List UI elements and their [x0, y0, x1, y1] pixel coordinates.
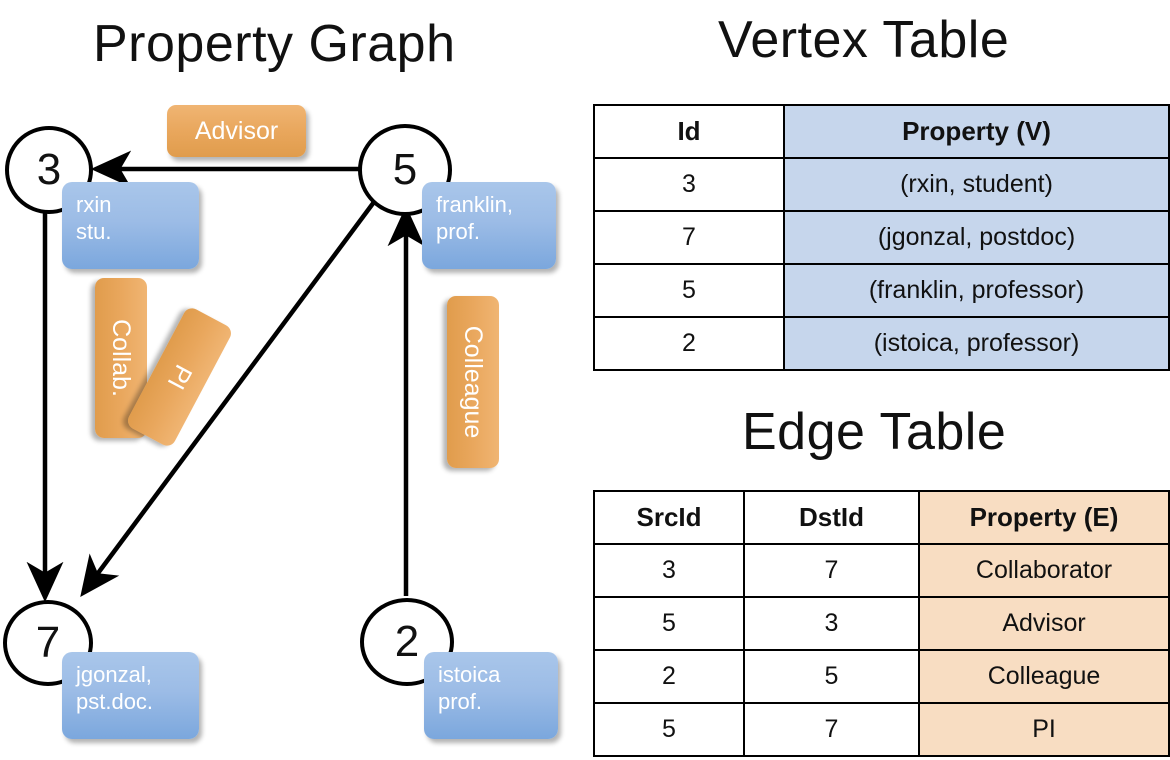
edge-cell-srcid: 5: [593, 702, 745, 757]
edge-table-header-srcid: SrcId: [593, 490, 745, 545]
graph-node-5-property-box: franklin, prof.: [422, 182, 556, 269]
edge-table-header-dstid: DstId: [743, 490, 920, 545]
edge-cell-srcid: 2: [593, 649, 745, 704]
graph-node-7-label: 7: [35, 618, 61, 667]
graph-edge-pi: [80, 200, 376, 598]
edge-cell-property: Advisor: [918, 596, 1170, 651]
table-row[interactable]: 2 5 Colleague: [593, 649, 1170, 704]
graph-node-5-label: 5: [392, 145, 418, 194]
graph-node-7-property-line-2: pst.doc.: [76, 688, 154, 714]
graph-edge-label-advisor-text: Advisor: [194, 116, 279, 145]
edge-cell-srcid: 3: [593, 543, 745, 598]
edge-cell-dstid: 5: [743, 649, 920, 704]
vertex-cell-property: (istoica, professor): [783, 316, 1170, 371]
vertex-cell-property: (jgonzal, postdoc): [783, 210, 1170, 265]
graph-node-3-label: 3: [36, 145, 62, 194]
graph-edge-label-advisor: Advisor: [167, 105, 306, 157]
edge-table: SrcId DstId Property (E) 3 7 Collaborato…: [593, 490, 1170, 757]
graph-node-3[interactable]: 3: [5, 126, 93, 214]
graph-node-2-property-box: istoica prof.: [424, 652, 558, 739]
vertex-cell-id: 2: [593, 316, 785, 371]
graph-node-3-property-line-2: stu.: [76, 218, 112, 244]
edge-cell-dstid: 7: [743, 543, 920, 598]
graph-node-2-property-line-1: istoica: [438, 662, 501, 687]
table-row[interactable]: 2 (istoica, professor): [593, 316, 1170, 371]
graph-node-5-property-line-2: prof.: [436, 218, 481, 244]
graph-node-7-property-line-1: jgonzal,: [76, 662, 152, 687]
table-row[interactable]: 5 (franklin, professor): [593, 263, 1170, 318]
page-title-vertex-table: Vertex Table: [718, 11, 1010, 69]
edge-cell-dstid: 7: [743, 702, 920, 757]
vertex-cell-property: (rxin, student): [783, 157, 1170, 212]
vertex-cell-id: 7: [593, 210, 785, 265]
edge-cell-property: Colleague: [918, 649, 1170, 704]
graph-node-5[interactable]: 5: [358, 124, 452, 216]
vertex-table-header-id: Id: [593, 104, 785, 159]
edge-table-header-property: Property (E): [918, 490, 1170, 545]
table-row[interactable]: 5 7 PI: [593, 702, 1170, 757]
page-title-property-graph: Property Graph: [93, 15, 456, 73]
vertex-table-header-property: Property (V): [783, 104, 1170, 159]
graph-node-2-property-line-2: prof.: [438, 688, 483, 714]
graph-edge-label-collab-text: Collab.: [107, 319, 136, 397]
table-row[interactable]: 3 7 Collaborator: [593, 543, 1170, 598]
graph-edge-label-pi-text: PI: [162, 360, 198, 395]
graph-edge-label-colleague: Colleague: [447, 296, 499, 468]
graph-node-5-property-line-1: franklin,: [436, 192, 514, 217]
vertex-table-header-row: Id Property (V): [593, 104, 1170, 159]
graph-edges-svg: [26, 150, 425, 603]
edge-cell-property: PI: [918, 702, 1170, 757]
vertex-table: Id Property (V) 3 (rxin, student) 7 (jgo…: [593, 104, 1170, 371]
vertex-cell-id: 5: [593, 263, 785, 318]
page-title-edge-table: Edge Table: [742, 403, 1007, 461]
edge-cell-property: Collaborator: [918, 543, 1170, 598]
edge-cell-dstid: 3: [743, 596, 920, 651]
edge-cell-srcid: 5: [593, 596, 745, 651]
graph-node-3-property-line-1: rxin: [76, 192, 112, 217]
table-row[interactable]: 5 3 Advisor: [593, 596, 1170, 651]
graph-node-2-label: 2: [394, 617, 420, 666]
vertex-cell-id: 3: [593, 157, 785, 212]
table-row[interactable]: 3 (rxin, student): [593, 157, 1170, 212]
graph-edge-label-colleague-text: Colleague: [459, 325, 488, 439]
property-graph-diagram: 3 rxin stu. 5 franklin, prof. 7 jgonzal,…: [0, 90, 585, 760]
vertex-cell-property: (franklin, professor): [783, 263, 1170, 318]
table-row[interactable]: 7 (jgonzal, postdoc): [593, 210, 1170, 265]
graph-node-3-property-box: rxin stu.: [62, 182, 199, 269]
graph-node-7-property-box: jgonzal, pst.doc.: [62, 652, 199, 739]
edge-table-header-row: SrcId DstId Property (E): [593, 490, 1170, 545]
